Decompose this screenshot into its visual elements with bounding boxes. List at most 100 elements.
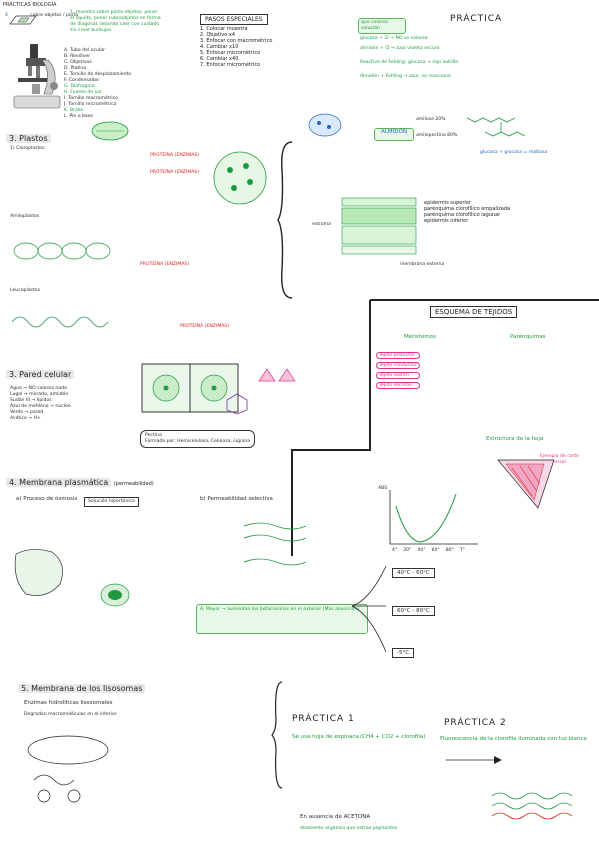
practica-line: glucosa + I2 → NO se colorea bbox=[360, 36, 428, 41]
practica-top-title: PRÁCTICA bbox=[450, 14, 503, 24]
amyloplast-chain bbox=[13, 242, 111, 260]
part-label: L. Pie o base bbox=[64, 114, 93, 119]
red-label: PROTEÍNA (ENZIMAS) bbox=[150, 170, 200, 175]
tejido-pill: Tejido secretor bbox=[376, 382, 420, 389]
pink-shape-sketch bbox=[258, 368, 296, 382]
leaf-layer: epidermis superior bbox=[424, 200, 471, 206]
lysosome-diagram bbox=[27, 735, 109, 803]
almidon-label: ALMIDÓN bbox=[381, 129, 407, 135]
part-label: J. Tornillo micrométrico bbox=[64, 102, 117, 107]
part-label: I. Tornillo macrométrico bbox=[64, 96, 118, 101]
range-label: -5°C bbox=[397, 650, 410, 656]
esquema-frame bbox=[291, 299, 599, 556]
esquema-right: Parénquimas bbox=[510, 334, 546, 340]
part-label: G. Diafragma bbox=[64, 84, 95, 89]
lisosomas-title: 5. Membrana de los lisosomas bbox=[18, 684, 146, 693]
maltosa-label: glucosa + glucosa = maltosa bbox=[480, 150, 548, 155]
esquema-left: Meristemos bbox=[404, 334, 436, 340]
intro-note-4: sin crear burbujas bbox=[70, 28, 112, 33]
lisosomas-title-text: 5. Membrana de los lisosomas bbox=[18, 684, 146, 693]
plastos-title: 3. Plastos bbox=[6, 134, 51, 143]
plant-cell-diagram bbox=[141, 363, 239, 413]
part-label: K. Brazo bbox=[64, 108, 84, 113]
temp-tick: 60° bbox=[431, 548, 440, 553]
practica-1-line: Se usa hoja de espinaca bbox=[292, 734, 359, 740]
leuco-title: Leucoplastos bbox=[10, 288, 40, 293]
practica-1-bottom: En ausencia de ACETONA bbox=[300, 814, 371, 820]
plastos-title-text: 3. Plastos bbox=[6, 134, 51, 143]
paso-item: 1. Colocar muestra bbox=[200, 26, 248, 32]
practica-2-title: PRÁCTICA 2 bbox=[444, 718, 507, 728]
absorbance-graph bbox=[389, 490, 478, 545]
paso-item: 3. Enfocar con macrométrico bbox=[200, 38, 273, 44]
slide-sketch bbox=[9, 15, 37, 25]
amilo-title: Amiloplastos bbox=[10, 214, 40, 219]
fluorescence-sketch bbox=[491, 792, 573, 820]
range-box-1: 40°C - 60°C bbox=[392, 568, 435, 578]
range-label: 40°C - 60°C bbox=[397, 570, 430, 576]
leaf-structure-title: Estructura de la hoja bbox=[486, 436, 544, 442]
temp-tick: 40° bbox=[417, 548, 426, 553]
betacianina-note: A. Mayor → aumentan los betacianinas en … bbox=[200, 607, 360, 612]
stain-item: Azul de metileno → núcleo bbox=[10, 404, 71, 409]
tejido-pill: Tejido protector bbox=[376, 352, 420, 359]
membrana-sub: (permeabilidad) bbox=[113, 481, 154, 487]
almidon-box: ALMIDÓN bbox=[374, 128, 414, 141]
practica-1-bottom-2: disolvente orgánico que extrae pigmentos bbox=[300, 826, 398, 831]
pasos-title: PASOS ESPECIALES bbox=[200, 14, 268, 25]
tejido-pill: Tejido conductor bbox=[376, 362, 420, 369]
red-label: PROTEÍNA (ENZIMAS) bbox=[180, 324, 230, 329]
number-marker: 4 bbox=[5, 13, 8, 18]
esquema-title: ESQUEMA DE TEJIDOS bbox=[430, 306, 518, 318]
paso-item: 5. Enfocar micrométrico bbox=[200, 50, 261, 56]
practica-line: almidón + I2 → azul violeta oscuro bbox=[360, 46, 440, 51]
temp-tick: T° bbox=[459, 548, 465, 553]
range-label: 60°C - 80°C bbox=[397, 608, 430, 614]
tejido-pill: Tejido sostén bbox=[376, 372, 420, 379]
leaf-label: membrana externa bbox=[400, 262, 445, 267]
microscope-illustration bbox=[13, 44, 61, 109]
light-path-sketch bbox=[446, 756, 502, 764]
permeability-title: b) Permeabilidad selectiva bbox=[200, 496, 273, 502]
cellulose-molecule bbox=[226, 393, 248, 415]
practica-1-formula: (CH4 + CO2 + clorofila) bbox=[360, 734, 426, 740]
leaf-layer: parénquima clorofílico lagunar bbox=[424, 212, 501, 218]
temp-branches bbox=[351, 565, 387, 653]
stain-item: Acético → H+ bbox=[10, 416, 41, 421]
temp-tick: 80° bbox=[445, 548, 454, 553]
temp-axis: 4° 20° 40° 60° 80° T° bbox=[392, 548, 465, 554]
graph-y-label: ABS bbox=[378, 486, 388, 491]
osmosis-title: a) Proceso de ósmosis bbox=[16, 496, 78, 502]
membrana-title: 4. Membrana plasmática (permeabilidad) bbox=[6, 478, 154, 487]
stain-item: Lugol → morado, almidón bbox=[10, 392, 69, 397]
intro-note-3: de diagonal, dejando caer con cuidado bbox=[70, 22, 160, 27]
leaf-layer-list: epidermis superior parénquima clorofílic… bbox=[424, 200, 510, 224]
range-box-3: -5°C bbox=[392, 648, 415, 658]
membrana-permeability-sketch bbox=[243, 522, 307, 566]
amilopectina-label: amilopectina 80% bbox=[416, 133, 458, 138]
slide-label: cubre-objetos / porta bbox=[30, 13, 79, 18]
solution-box: Solución hipertónica bbox=[84, 497, 139, 507]
temp-tick: 20° bbox=[403, 548, 412, 553]
red-label: PROTEÍNA (ENZIMAS) bbox=[150, 153, 200, 158]
microscope-parts-list: A. Tubo del ocular B. Revólver C. Objeti… bbox=[64, 48, 131, 120]
practica-2-line: Fluorescencia de la clorofila iluminada … bbox=[440, 736, 587, 742]
starch-granules bbox=[308, 113, 342, 137]
lisosomas-sub: Enzimas hidrolíticas lisosomales bbox=[24, 700, 113, 706]
leaf-layer: parénquima clorofílico empalizada bbox=[424, 206, 511, 212]
pared-title: 3. Pared celular bbox=[6, 370, 75, 379]
part-label: C. Objetivos bbox=[64, 60, 92, 65]
practica-line: Almidón + Fehling → azul, no reacciona bbox=[360, 74, 451, 79]
part-label: A. Tubo del ocular bbox=[64, 48, 105, 53]
cell-shrinkage-sketch bbox=[100, 583, 130, 607]
temp-tick: 4° bbox=[392, 548, 398, 553]
paso-item: 7. Enfocar micrométrico bbox=[200, 62, 261, 68]
curly-brace bbox=[277, 141, 293, 299]
pectina-box: Pectina Formada por: Hemicelulosa, Celul… bbox=[140, 430, 256, 448]
pectina-list: Formada por: Hemicelulosa, Celulosa, Lig… bbox=[145, 439, 251, 444]
lisosomas-note: Degradan macromoléculas en el interior bbox=[24, 712, 117, 717]
part-label: H. Fuente de luz bbox=[64, 90, 102, 95]
glucose-chain bbox=[466, 117, 526, 137]
paso-item: 6. Cambiar x40 bbox=[200, 56, 239, 62]
leaf-cross-section bbox=[497, 459, 555, 509]
